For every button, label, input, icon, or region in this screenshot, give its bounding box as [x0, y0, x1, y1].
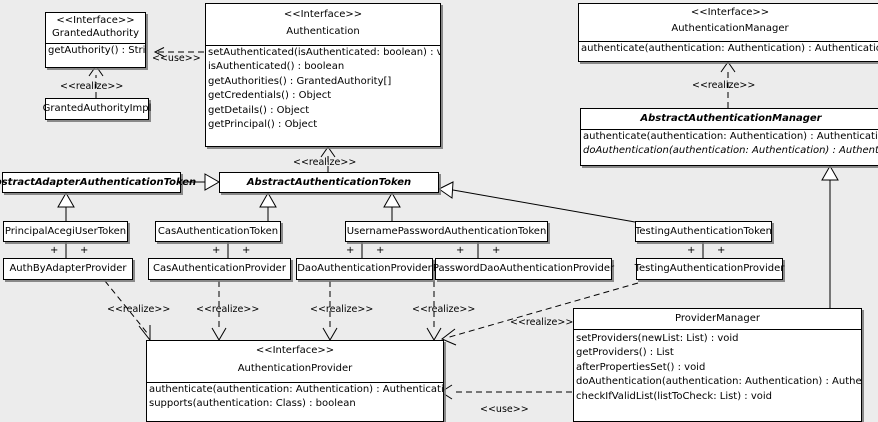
label-use-provider-manager: <<use>>: [480, 404, 529, 415]
operation-item: authenticate(authentication: Authenticat…: [581, 43, 878, 54]
operations-compartment: getAuthority() : String: [46, 43, 145, 58]
multiplicity-upat-dao-right: +: [376, 245, 385, 256]
class-name: Authentication: [286, 26, 360, 37]
operation-item: getDetails() : Object: [208, 104, 310, 116]
operation-item-abstract: doAuthentication(authentication: Authent…: [583, 145, 878, 157]
class-testing-authentication-token[interactable]: TestingAuthenticationToken: [635, 221, 772, 242]
label-realize-dao-provider: <<realize>>: [310, 304, 374, 315]
label-realize-cas-provider: <<realize>>: [196, 304, 260, 315]
class-header: <<Interface>> AuthenticationManager: [579, 4, 878, 38]
operation-item: getAuthorities() : GrantedAuthority[]: [208, 75, 392, 87]
class-cas-authentication-provider[interactable]: CasAuthenticationProvider: [148, 258, 291, 280]
class-name: AbstractAdapterAuthenticationToken: [0, 176, 197, 188]
class-name: TestingAuthenticationToken: [634, 225, 773, 237]
class-authentication-manager[interactable]: <<Interface>> AuthenticationManager auth…: [578, 3, 878, 62]
class-authentication-provider[interactable]: <<Interface>> AuthenticationProvider aut…: [146, 340, 444, 422]
multiplicity-upat-pwd-left: +: [456, 245, 465, 256]
class-provider-manager[interactable]: ProviderManager setProviders(newList: Li…: [573, 308, 862, 422]
class-name: GrantedAuthorityImpl: [42, 103, 152, 114]
class-principal-acegi-user-token[interactable]: PrincipalAcegiUserToken: [3, 221, 128, 242]
operation-item: getPrincipal() : Object: [208, 119, 318, 131]
class-header: ProviderManager: [574, 309, 861, 329]
class-name: PrincipalAcegiUserToken: [4, 225, 127, 237]
class-name: AbstractAuthenticationManager: [640, 113, 822, 124]
operation-item: authenticate(authentication: Authenticat…: [583, 131, 878, 142]
class-abstract-adapter-authentication-token[interactable]: AbstractAdapterAuthenticationToken: [0, 172, 196, 193]
class-name: TestingAuthenticationProvider: [634, 263, 785, 274]
operation-item: checkIfValidList(listToCheck: List) : vo…: [576, 390, 773, 402]
generalization-casauthenticationtoken: [259, 191, 277, 221]
operations-compartment: setAuthenticated(isAuthenticated: boolea…: [206, 45, 440, 132]
operations-compartment: authenticate(authentication: Authenticat…: [147, 382, 443, 412]
class-granted-authority-impl[interactable]: GrantedAuthorityImpl: [43, 98, 151, 120]
multiplicity-principal-right: +: [80, 245, 89, 256]
class-name: GrantedAuthority: [51, 28, 140, 39]
class-dao-authentication-provider[interactable]: DaoAuthenticationProvider: [296, 258, 433, 280]
operation-item: getCredentials() : Object: [208, 90, 332, 102]
class-name: ProviderManager: [674, 313, 760, 324]
stereotype-label: <<Interface>>: [56, 15, 135, 26]
operation-item: isAuthenticated() : boolean: [208, 61, 345, 73]
class-header: AbstractAuthenticationManager: [581, 109, 878, 129]
class-name: AuthenticationProvider: [237, 363, 353, 374]
operation-item: doAuthentication(authentication: Authent…: [576, 376, 861, 388]
class-name: CasAuthenticationProvider: [153, 263, 286, 274]
label-realize-granted-authority-impl: <<realize>>: [60, 81, 124, 92]
operation-item: getAuthority() : String: [48, 45, 145, 56]
class-header: <<Interface>> GrantedAuthority: [46, 13, 145, 43]
class-authentication[interactable]: <<Interface>> Authentication setAuthenti…: [205, 3, 441, 147]
stereotype-label: <<Interface>>: [255, 345, 335, 356]
class-header: <<Interface>> AuthenticationProvider: [147, 341, 443, 378]
use-providermanager-to-authenticationprovider: [440, 384, 572, 400]
class-abstract-authentication-manager[interactable]: AbstractAuthenticationManager authentica…: [580, 108, 878, 166]
operation-item: authenticate(authentication: Authenticat…: [149, 384, 443, 395]
multiplicity-upat-dao-left: +: [346, 245, 355, 256]
operations-compartment: authenticate(authentication: Authenticat…: [579, 41, 878, 56]
class-abstract-authentication-token[interactable]: AbstractAuthenticationToken: [219, 172, 439, 193]
multiplicity-testing-left: +: [687, 245, 696, 256]
operation-item: afterPropertiesSet() : void: [576, 361, 706, 373]
label-realize-abstract-auth-manager: <<realize>>: [692, 80, 756, 91]
operations-compartment: authenticate(authentication: Authenticat…: [581, 129, 878, 159]
label-realize-password-dao-provider: <<realize>>: [412, 304, 476, 315]
class-cas-authentication-token[interactable]: CasAuthenticationToken: [155, 221, 281, 242]
class-testing-authentication-provider[interactable]: TestingAuthenticationProvider: [635, 258, 784, 280]
operations-compartment: setProviders(newList: List) : void getPr…: [574, 329, 861, 404]
multiplicity-principal-left: +: [50, 245, 59, 256]
class-name: DaoAuthenticationProvider: [297, 263, 432, 274]
class-auth-by-adapter-provider[interactable]: AuthByAdapterProvider: [3, 258, 133, 280]
class-granted-authority[interactable]: <<Interface>> GrantedAuthority getAuthor…: [45, 12, 146, 68]
class-header: <<Interface>> Authentication: [206, 4, 440, 41]
multiplicity-testing-right: +: [717, 245, 726, 256]
operation-item: setAuthenticated(isAuthenticated: boolea…: [208, 47, 440, 58]
multiplicity-upat-pwd-right: +: [492, 245, 501, 256]
stereotype-label: <<Interface>>: [690, 7, 770, 18]
generalization-testingauthenticationtoken: [438, 181, 636, 223]
multiplicity-cas-right: +: [242, 245, 251, 256]
generalization-principalacegiusertoken: [57, 191, 75, 221]
class-name: UsernamePasswordAuthenticationToken: [346, 225, 547, 237]
label-realize-testing-provider: <<realize>>: [510, 317, 574, 328]
stereotype-label: <<Interface>>: [283, 9, 363, 20]
class-name: AuthByAdapterProvider: [9, 263, 127, 274]
class-name: AuthenticationManager: [671, 23, 789, 34]
operation-item: setProviders(newList: List) : void: [576, 333, 739, 344]
operation-item: supports(authentication: Class) : boolea…: [149, 398, 356, 410]
label-use-granted-authority: <<use>>: [152, 53, 201, 64]
generalization-providermanager-to-abstractauthenticationmanager: [821, 164, 839, 308]
class-name: AbstractAuthenticationToken: [246, 176, 412, 188]
class-password-dao-authentication-provider[interactable]: PasswordDaoAuthenticationProvider: [433, 258, 614, 280]
operation-item: getProviders() : List: [576, 347, 674, 359]
class-username-password-authentication-token[interactable]: UsernamePasswordAuthenticationToken: [345, 221, 548, 242]
class-name: PasswordDaoAuthenticationProvider: [432, 263, 615, 274]
label-realize-abstract-auth-token: <<realize>>: [293, 157, 357, 168]
multiplicity-cas-left: +: [212, 245, 221, 256]
label-realize-auth-by-adapter: <<realize>>: [107, 304, 171, 315]
class-name: CasAuthenticationToken: [157, 225, 279, 237]
